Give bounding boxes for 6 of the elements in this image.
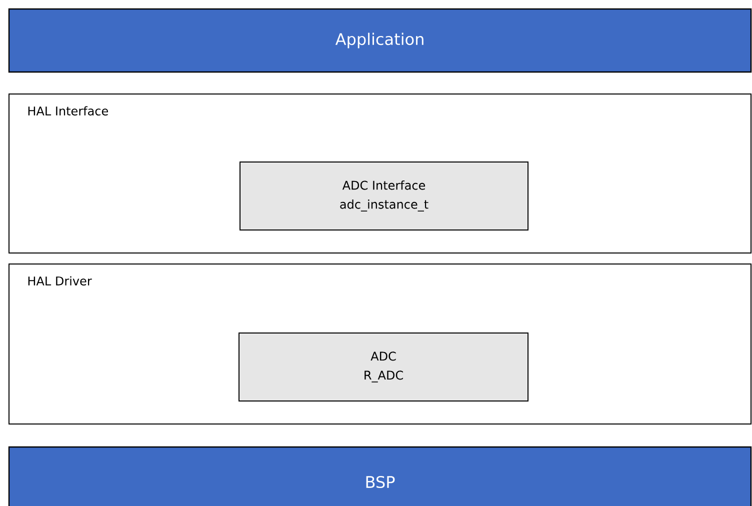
component-box: ADC Interface adc_instance_t (240, 162, 528, 230)
panel-heading: HAL Interface (28, 106, 108, 116)
panel-heading: HAL Driver (28, 276, 92, 286)
layer-band: Application (8, 8, 752, 73)
component-box: ADC R_ADC (238, 332, 528, 402)
layer-band: BSP (8, 446, 752, 506)
